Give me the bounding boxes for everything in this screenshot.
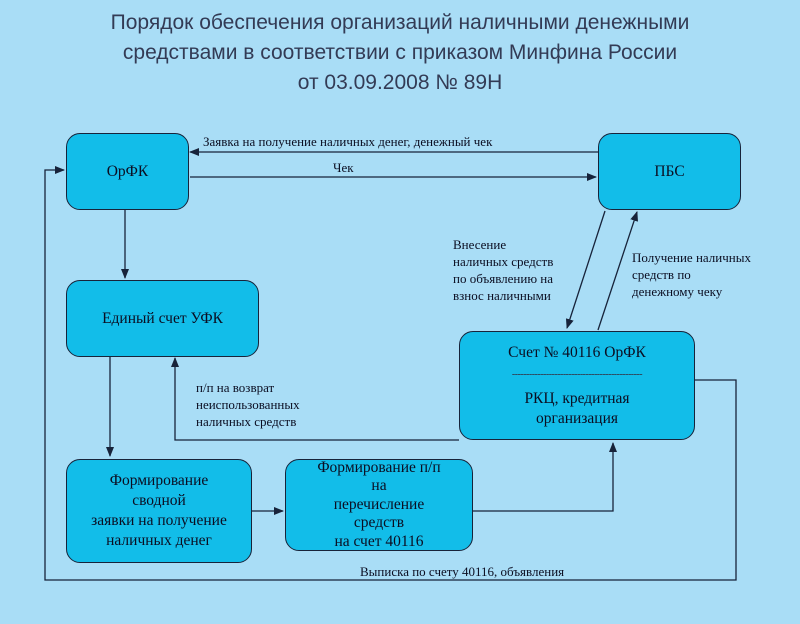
- arrow-deposit: [565, 210, 606, 329]
- title-line-3: от 03.09.2008 № 89Н: [297, 71, 503, 94]
- label-cheque: Чек: [333, 160, 354, 175]
- summary-line-2: сводной: [132, 492, 186, 509]
- title-line-1: Порядок обеспечения организаций наличным…: [110, 11, 690, 34]
- label-request: Заявка на получение наличных денег, дене…: [203, 134, 493, 149]
- summary-line-4: наличных денег: [106, 532, 212, 549]
- orfk-label: ОрФК: [106, 162, 149, 180]
- transfer-line-2: на: [371, 477, 387, 495]
- arrow-refund: [171, 357, 459, 441]
- account-divider: ----------------------------------------…: [511, 368, 643, 380]
- label-receipt: Получение наличных средств по денежному …: [632, 250, 751, 299]
- label-deposit: Внесение наличных средств по объявлению …: [453, 237, 554, 303]
- ufk-label: Единый счет УФК: [102, 309, 223, 327]
- arrow-receipt: [597, 211, 638, 331]
- account-line-3: организация: [535, 409, 619, 427]
- summary-line-3: заявки на получение: [91, 512, 227, 529]
- transfer-line-1: Формирование п/п: [317, 458, 441, 476]
- transfer-line-5: на счет 40116: [334, 532, 424, 550]
- arrow-transfer-account: [473, 442, 617, 512]
- summary-request-box: Формирование сводной заявки на получение…: [66, 459, 252, 563]
- account-40116-box: Счет № 40116 ОрФК ----------------------…: [459, 331, 695, 440]
- title-line-2: средствами в соответствии с приказом Мин…: [122, 41, 678, 64]
- label-statement: Выписка по счету 40116, объявления: [360, 564, 565, 579]
- account-line-1: Счет № 40116 ОрФК: [508, 343, 646, 361]
- label-refund: п/п на возврат неиспользованных наличных…: [196, 380, 300, 429]
- orfk-box: ОрФК: [66, 133, 189, 210]
- pbs-label: ПБС: [654, 162, 685, 180]
- pbs-box: ПБС: [598, 133, 741, 210]
- arrow-statement: [44, 166, 737, 581]
- transfer-box: Формирование п/п на перечисление средств…: [285, 459, 473, 551]
- summary-line-1: Формирование: [109, 472, 209, 489]
- ufk-account-box: Единый счет УФК: [66, 280, 259, 357]
- account-line-2: РКЦ, кредитная: [524, 389, 630, 407]
- transfer-line-4: средств: [353, 514, 405, 532]
- page-title: Порядок обеспечения организаций наличным…: [40, 8, 760, 98]
- transfer-line-3: перечисление: [333, 495, 425, 513]
